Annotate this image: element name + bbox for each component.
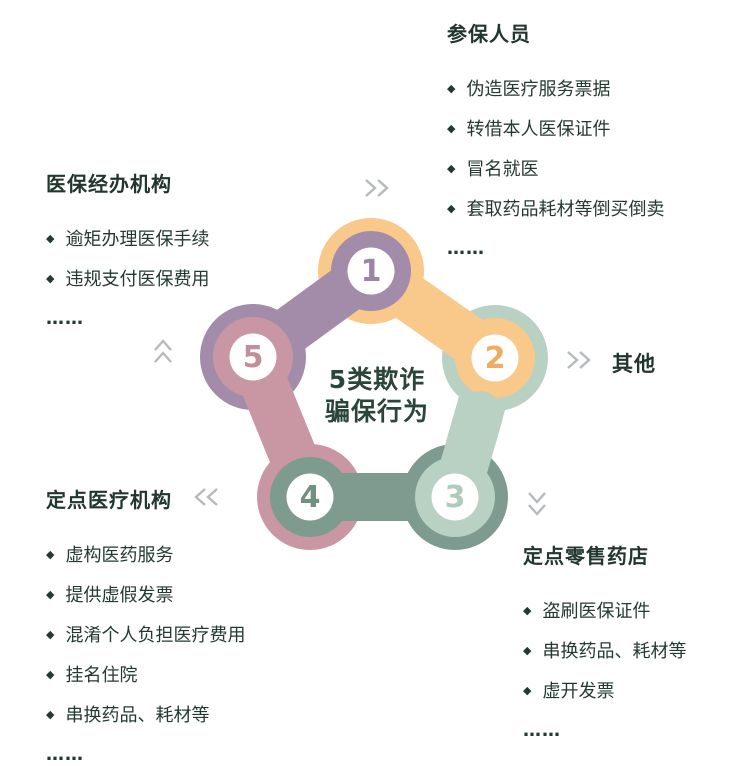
diamond-bullet-icon: ◆ (447, 201, 456, 215)
diamond-bullet-icon: ◆ (46, 231, 55, 245)
double-chevron-right-icon (365, 179, 389, 197)
section-insurance-agency: 医保经办机构 ◆ 逾矩办理医保手续 ◆ 违规支付医保费用 …… (46, 174, 209, 338)
list-item: ◆ 挂名住院 (46, 654, 245, 694)
list-item-text: 串换药品、耗材等 (542, 641, 687, 662)
node-4-circle (286, 473, 334, 521)
list-item-text: 套取药品耗材等倒买倒卖 (466, 199, 665, 220)
node-2-number: 2 (485, 341, 506, 376)
list-item: ◆ 套取药品耗材等倒买倒卖 (447, 188, 664, 228)
ellipsis: …… (447, 237, 485, 259)
list-item: ◆ 虚构医药服务 (46, 534, 245, 574)
diamond-bullet-icon: ◆ (46, 627, 55, 641)
double-chevron-down-icon (528, 492, 546, 516)
ellipsis: …… (46, 743, 84, 765)
list-item-text: 虚构医药服务 (65, 545, 174, 566)
section-medical-list: ◆ 虚构医药服务 ◆ 提供虚假发票 ◆ 混淆个人负担医疗费用 ◆ 挂名住院 ◆ 串换药品、… (46, 534, 245, 734)
center-title-line1: 5类欺诈 (328, 365, 426, 394)
ellipsis: …… (46, 307, 84, 329)
chain-node-4: 4 (286, 473, 334, 521)
list-item-text: 转借本人医保证件 (466, 119, 611, 140)
diamond-bullet-icon: ◆ (523, 643, 532, 657)
node-5-number: 5 (243, 340, 264, 375)
diamond-bullet-icon: ◆ (447, 81, 456, 95)
double-chevron-right-icon (567, 351, 591, 369)
list-item: ◆ 冒名就医 (447, 148, 664, 188)
section-pharmacy-title: 定点零售药店 (523, 544, 649, 568)
list-item: ◆ 串换药品、耗材等 (523, 630, 686, 670)
node-3-number: 3 (445, 480, 466, 515)
diamond-bullet-icon: ◆ (523, 603, 532, 617)
diamond-bullet-icon: ◆ (46, 587, 55, 601)
section-pharmacy-list: ◆ 盗刷医保证件 ◆ 串换药品、耗材等 ◆ 虚开发票 (523, 590, 686, 710)
list-item: ◆ 转借本人医保证件 (447, 108, 664, 148)
section-agency-title: 医保经办机构 (46, 172, 172, 196)
list-item: ◆ 串换药品、耗材等 (46, 694, 245, 734)
double-chevron-up-icon (154, 339, 172, 363)
list-item: ◆ 混淆个人负担医疗费用 (46, 614, 245, 654)
node-1-circle (347, 247, 395, 295)
chain-node-2: 2 (471, 334, 519, 382)
node-1-number: 1 (361, 254, 382, 289)
chain-node-5: 5 (229, 333, 277, 381)
node-4-number: 4 (300, 480, 321, 515)
diamond-bullet-icon: ◆ (523, 683, 532, 697)
list-item-text: 盗刷医保证件 (542, 601, 651, 622)
section-retail-pharmacies: 定点零售药店 ◆ 盗刷医保证件 ◆ 串换药品、耗材等 ◆ 虚开发票 …… (523, 546, 686, 750)
ellipsis: …… (523, 719, 561, 741)
center-title-line2: 骗保行为 (324, 397, 429, 426)
list-item: ◆ 虚开发票 (523, 670, 686, 710)
diamond-bullet-icon: ◆ (46, 547, 55, 561)
diamond-bullet-icon: ◆ (46, 271, 55, 285)
list-item-text: 混淆个人负担医疗费用 (65, 625, 246, 646)
list-item: ◆ 违规支付医保费用 (46, 258, 209, 298)
center-title: 5类欺诈 骗保行为 (277, 364, 477, 428)
list-item: ◆ 伪造医疗服务票据 (447, 68, 664, 108)
list-item-text: 虚开发票 (542, 681, 615, 702)
list-item-text: 串换药品、耗材等 (65, 705, 210, 726)
list-item-text: 伪造医疗服务票据 (466, 79, 611, 100)
diamond-bullet-icon: ◆ (447, 121, 456, 135)
list-item: ◆ 逾矩办理医保手续 (46, 218, 209, 258)
section-medical-institutions: 定点医疗机构 ◆ 虚构医药服务 ◆ 提供虚假发票 ◆ 混淆个人负担医疗费用 ◆ 挂名住院… (46, 490, 245, 766)
list-item: ◆ 盗刷医保证件 (523, 590, 686, 630)
chain-node-1: 1 (347, 247, 395, 295)
list-item-text: 逾矩办理医保手续 (65, 229, 210, 250)
list-item-text: 违规支付医保费用 (65, 269, 210, 290)
section-other-title: 其他 (612, 352, 656, 376)
section-insured-list: ◆ 伪造医疗服务票据 ◆ 转借本人医保证件 ◆ 冒名就医 ◆ 套取药品耗材等倒买倒卖 (447, 68, 664, 228)
node-2-circle (471, 334, 519, 382)
node-5-circle (229, 333, 277, 381)
list-item-text: 挂名住院 (65, 665, 138, 686)
list-item: ◆ 提供虚假发票 (46, 574, 245, 614)
list-item-text: 提供虚假发票 (65, 585, 174, 606)
section-medical-title: 定点医疗机构 (46, 488, 172, 512)
section-insured-title: 参保人员 (447, 22, 531, 46)
chain-node-3: 3 (431, 473, 479, 521)
section-insured-persons: 参保人员 ◆ 伪造医疗服务票据 ◆ 转借本人医保证件 ◆ 冒名就医 ◆ 套取药品耗材等倒… (447, 24, 664, 268)
diamond-bullet-icon: ◆ (46, 707, 55, 721)
diamond-bullet-icon: ◆ (46, 667, 55, 681)
list-item-text: 冒名就医 (466, 159, 539, 180)
double-chevron-left-icon (194, 488, 218, 506)
node-3-circle (431, 473, 479, 521)
section-agency-list: ◆ 逾矩办理医保手续 ◆ 违规支付医保费用 (46, 218, 209, 298)
diamond-bullet-icon: ◆ (447, 161, 456, 175)
